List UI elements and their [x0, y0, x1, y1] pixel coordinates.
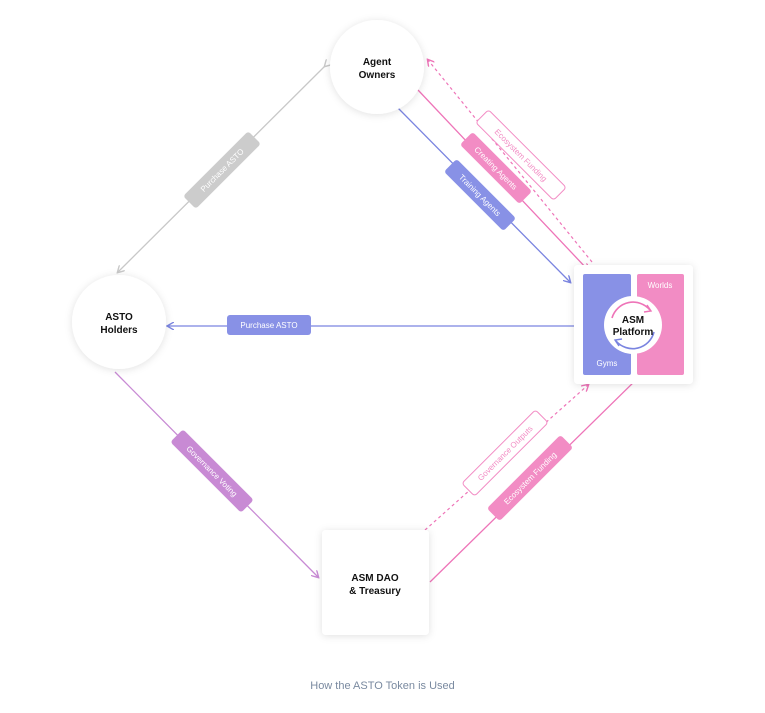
diagram-caption: How the ASTO Token is Used — [310, 680, 455, 692]
worlds-label: Worlds — [648, 281, 673, 290]
agent-owners-node: Agent Owners — [330, 20, 424, 114]
asto-holders-line2: Holders — [100, 325, 138, 336]
purchase-asto-horizontal-label: Purchase ASTO — [227, 315, 311, 335]
svg-text:Governance Voting: Governance Voting — [184, 444, 238, 498]
asm-platform-node: Gyms Worlds ASM Platform — [574, 265, 693, 384]
agent-owners-line2: Owners — [359, 70, 396, 81]
asto-holders-line1: ASTO — [105, 312, 133, 323]
svg-text:Purchase ASTO: Purchase ASTO — [199, 147, 246, 194]
asto-holders-node: ASTO Holders — [72, 275, 166, 369]
ecosystem-funding-top-line — [428, 60, 593, 263]
asm-dao-line1: ASM DAO — [351, 573, 398, 584]
gyms-label: Gyms — [597, 359, 618, 368]
agent-owners-line1: Agent — [363, 57, 392, 68]
cycle-arrow-pink-icon — [611, 301, 651, 319]
asm-dao-line2: & Treasury — [349, 586, 401, 597]
purchase-asto-diagonal-label: Purchase ASTO — [184, 132, 260, 208]
asm-dao-node: ASM DAO & Treasury — [322, 530, 429, 635]
svg-text:Purchase ASTO: Purchase ASTO — [240, 321, 297, 330]
governance-voting-label: Governance Voting — [171, 430, 253, 512]
cycle-arrow-blue-icon — [615, 331, 655, 350]
asm-platform-line1: ASM — [622, 315, 644, 326]
asm-platform-line2: Platform — [613, 327, 654, 338]
